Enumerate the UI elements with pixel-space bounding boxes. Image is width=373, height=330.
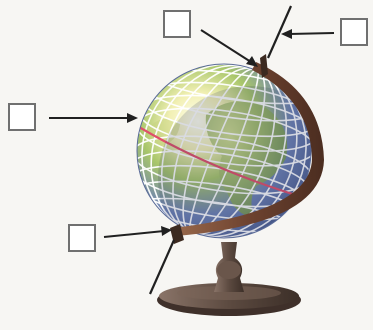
- label-box-middle-left[interactable]: [8, 103, 36, 131]
- arrow-bottom-left: [104, 226, 172, 237]
- arrow-middle-left: [49, 113, 138, 123]
- stand-column: [214, 242, 244, 292]
- arrow-top-right: [281, 29, 334, 39]
- label-box-top-left[interactable]: [163, 10, 191, 38]
- arrow-top-left: [201, 30, 258, 67]
- label-box-top-right[interactable]: [340, 18, 368, 46]
- label-box-bottom-left[interactable]: [68, 224, 96, 252]
- globe-sphere: [116, 39, 342, 270]
- axis-bottom: [150, 240, 174, 294]
